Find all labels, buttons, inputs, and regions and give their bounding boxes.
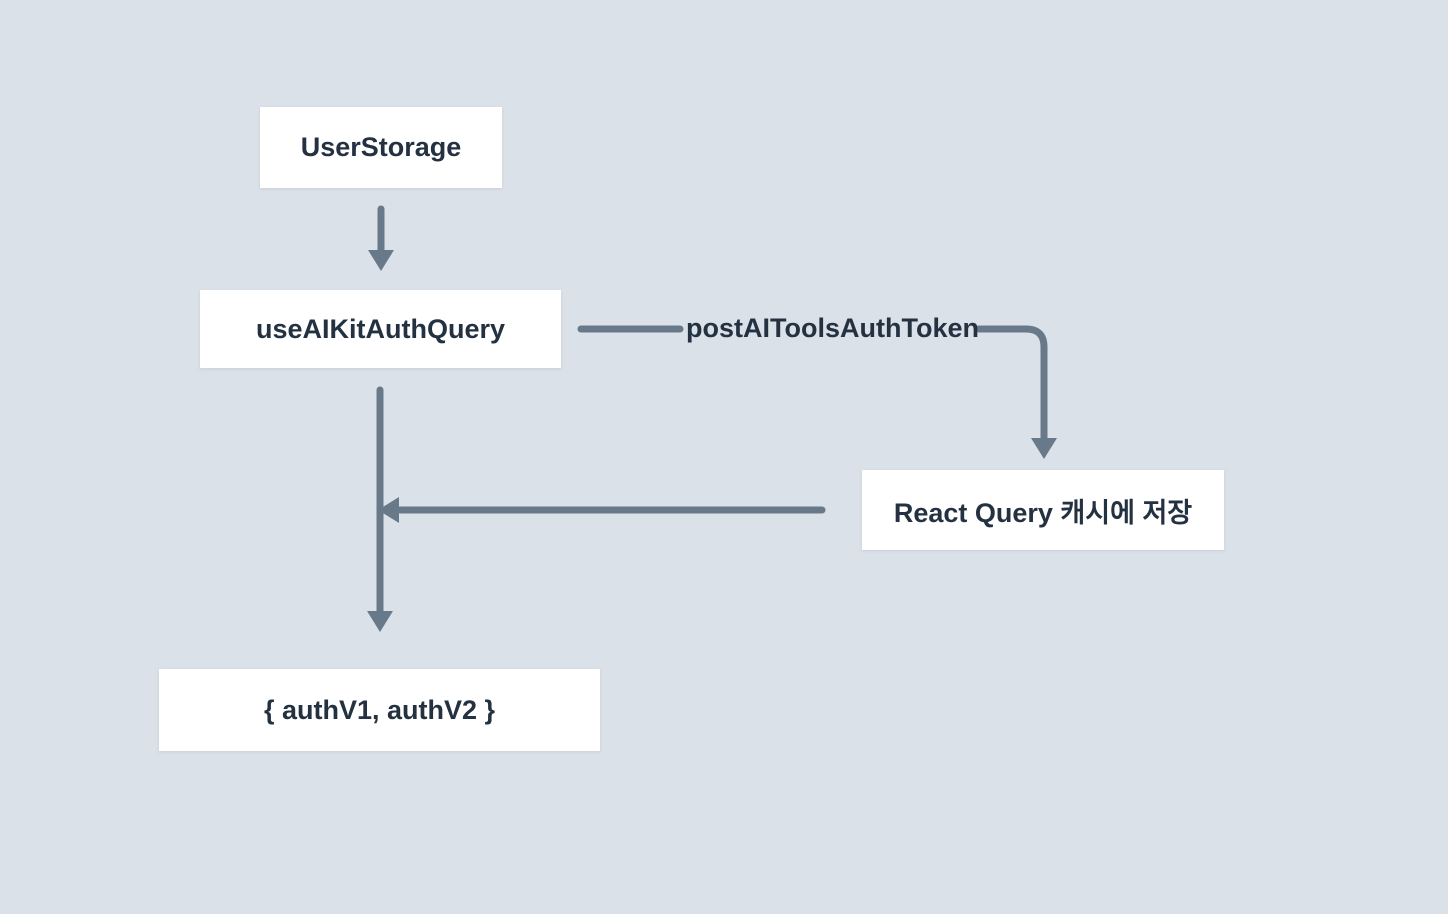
arrow-reactquerycache-to-flowline: [378, 497, 826, 523]
node-reactquerycache-label: React Query 캐시에 저장: [893, 497, 1193, 528]
arrow-userstorage-to-useaikitauthquery: [368, 205, 394, 271]
edge-label-postaitoolsauthtoken: postAIToolsAuthToken: [686, 313, 979, 344]
node-useaikitauthquery: useAIKitAuthQuery: [200, 290, 561, 368]
node-userstorage: UserStorage: [260, 107, 502, 188]
node-useaikitauthquery-label: useAIKitAuthQuery: [255, 313, 506, 344]
node-reactquerycache: React Query 캐시에 저장: [862, 470, 1224, 550]
arrow-useaikitauthquery-to-authresult: [367, 386, 393, 632]
edge-label-postaitoolsauthtoken-text: postAIToolsAuthToken: [686, 312, 979, 343]
node-authresult-label: { authV1, authV2 }: [263, 694, 496, 725]
arrow-posttoken-label-to-reactquerycache: [975, 325, 1057, 459]
node-authresult: { authV1, authV2 }: [159, 669, 600, 751]
node-userstorage-label: UserStorage: [300, 132, 462, 162]
